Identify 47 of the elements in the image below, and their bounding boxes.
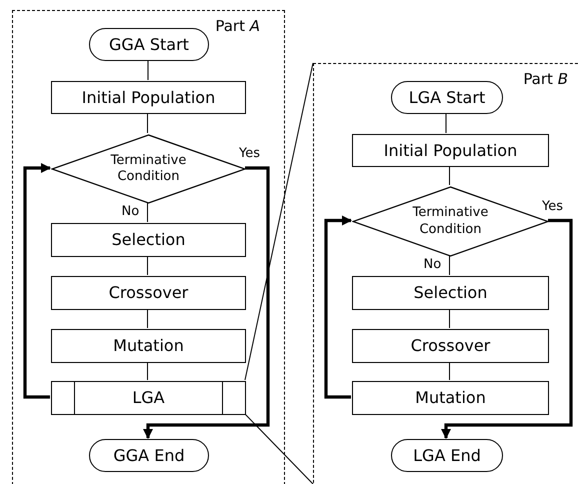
connector-line <box>147 202 148 222</box>
node-label: GGA End <box>113 446 185 466</box>
node-label: LGA End <box>413 446 481 466</box>
process-box <box>51 81 246 114</box>
connector-line <box>147 112 148 134</box>
node-label: Crossover <box>108 283 188 303</box>
node-label: Initial Population <box>82 88 216 108</box>
edge-label: No <box>122 204 140 220</box>
process-box <box>352 329 549 363</box>
node-label: Initial Population <box>384 140 518 160</box>
arrow <box>324 216 352 399</box>
edge-label: No <box>424 257 442 274</box>
process-box <box>352 134 549 167</box>
connector-line <box>244 414 314 484</box>
node-label: Terminative Condition <box>110 152 188 186</box>
connector-line <box>147 256 148 276</box>
node-label: LGA <box>132 388 165 408</box>
node-label: GGA Start <box>109 34 189 54</box>
connector-line <box>449 166 450 186</box>
process-box <box>51 329 246 363</box>
node-label: Selection <box>414 283 488 303</box>
node-label: LGA Start <box>408 88 486 108</box>
arrow <box>23 163 51 399</box>
node-label: Part B <box>523 70 568 88</box>
connector-line <box>449 308 450 328</box>
node-label: Mutation <box>415 388 486 408</box>
connector-line <box>449 362 450 380</box>
subprocess-box <box>51 381 246 415</box>
arrow <box>143 166 270 439</box>
node-label: Part A <box>215 17 260 35</box>
dashed-group-frame <box>313 63 578 484</box>
connector-line <box>147 308 148 328</box>
connector-line <box>244 62 314 380</box>
node-label: Crossover <box>410 336 490 356</box>
process-box <box>352 276 549 310</box>
edge-label: Yes <box>239 146 260 162</box>
edge-label: Yes <box>542 198 563 215</box>
process-box <box>352 381 549 415</box>
node-label: Selection <box>112 230 186 250</box>
connector-line <box>147 362 148 380</box>
node-label: Mutation <box>113 336 184 356</box>
dashed-group-frame <box>12 10 285 484</box>
process-box <box>51 276 246 310</box>
process-box <box>51 223 246 257</box>
node-label: Terminative Condition <box>412 205 490 238</box>
arrow <box>441 218 573 439</box>
connector-line <box>449 256 450 276</box>
